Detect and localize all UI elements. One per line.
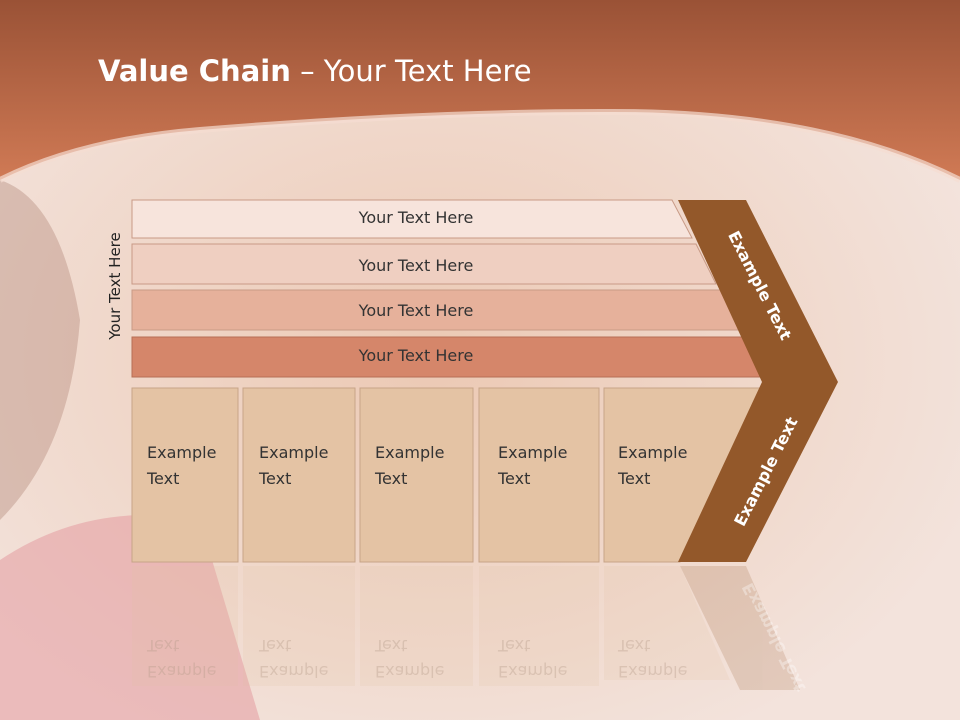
primary-box-5-line2: Text <box>618 469 651 488</box>
primary-box-label-4: Example Text <box>498 440 567 492</box>
support-bar-label-3: Your Text Here <box>358 301 474 320</box>
reflect-label-1-line2: Text <box>147 636 180 655</box>
reflect-label-2: Example Text <box>259 632 328 684</box>
reflect-label-2-line1: Example <box>259 662 329 681</box>
reflect-label-4: Example Text <box>498 632 567 684</box>
reflect-label-4-line1: Example <box>498 662 568 681</box>
primary-box-1-line2: Text <box>147 469 180 488</box>
reflect-label-3-line2: Text <box>375 636 408 655</box>
primary-box-4-line1: Example <box>498 443 568 462</box>
primary-box-3 <box>359 387 474 563</box>
primary-box-5-line1: Example <box>618 443 688 462</box>
primary-box-label-2: Example Text <box>259 440 328 492</box>
title-bold: Value Chain <box>98 54 291 88</box>
primary-box-2 <box>242 387 356 563</box>
support-bar-label-4: Your Text Here <box>358 346 474 365</box>
reflect-label-3-line1: Example <box>375 662 445 681</box>
primary-box-1 <box>131 387 239 563</box>
reflection <box>132 566 800 690</box>
primary-box-4-line2: Text <box>498 469 531 488</box>
title-rest: – Your Text Here <box>290 54 532 88</box>
support-bar-label-2: Your Text Here <box>358 256 474 275</box>
reflect-label-5-line1: Example <box>618 662 688 681</box>
support-bar-label-1: Your Text Here <box>358 208 474 227</box>
primary-box-4 <box>478 387 600 563</box>
reflect-label-1: Example Text <box>147 632 216 684</box>
reflect-label-1-line1: Example <box>147 662 217 681</box>
primary-box-1-line1: Example <box>147 443 217 462</box>
reflect-label-2-line2: Text <box>259 636 292 655</box>
reflect-label-4-line2: Text <box>498 636 531 655</box>
reflect-label-5: Example Text <box>618 632 687 684</box>
primary-box-2-line2: Text <box>259 469 292 488</box>
support-bar-1 <box>131 199 693 239</box>
primary-box-3-line1: Example <box>375 443 445 462</box>
primary-box-3-line2: Text <box>375 469 408 488</box>
primary-box-2-line1: Example <box>259 443 329 462</box>
reflect-label-3: Example Text <box>375 632 444 684</box>
slide-title: Value Chain – Your Text Here <box>98 54 532 88</box>
support-bar-2 <box>131 243 717 285</box>
margin-arrow <box>678 200 838 562</box>
primary-box-label-1: Example Text <box>147 440 216 492</box>
primary-box-label-5: Example Text <box>618 440 687 492</box>
primary-box-label-3: Example Text <box>375 440 444 492</box>
reflect-label-5-line2: Text <box>618 636 651 655</box>
